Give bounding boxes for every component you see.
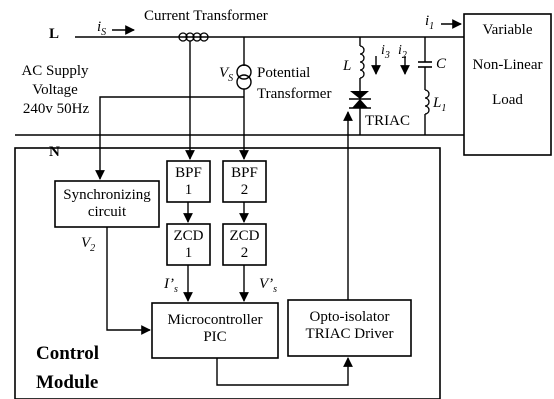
sync-to-micro-wire	[106, 227, 151, 335]
capacitor-C-label: C	[436, 56, 447, 72]
capacitor-C-symbol	[418, 61, 432, 68]
inductor-L1-label: L1	[433, 95, 447, 114]
control-module-box	[14, 147, 441, 399]
triac-symbol	[349, 91, 371, 109]
potential-transformer-symbol	[236, 64, 252, 90]
is-prime-label: I’s	[164, 276, 178, 295]
potential-transformer-label-2: Transformer	[257, 86, 332, 102]
vs-label: VS	[219, 65, 234, 84]
live-line-label: L	[49, 26, 60, 42]
sync-circuit-box	[54, 180, 160, 228]
supply-label-3: 240v 50Hz	[22, 101, 90, 117]
v2-label: V2	[81, 235, 96, 254]
load-label-2: Non-Linear	[472, 57, 543, 73]
load-label-1: Variable	[482, 22, 533, 38]
i3-label: i3	[381, 43, 390, 61]
load-box	[463, 13, 552, 156]
vs-prime-label: V’s	[259, 276, 278, 295]
bpf1-box	[166, 160, 211, 203]
inductor-L-label: L	[343, 58, 352, 74]
load-label-3: Load	[492, 92, 523, 108]
supply-label-2: Voltage	[32, 82, 78, 98]
control-module-title-2: Module	[36, 372, 99, 393]
inductor-L-symbol	[359, 45, 365, 79]
pt-to-sync-wire	[95, 96, 244, 180]
potential-transformer-label-1: Potential	[257, 65, 311, 81]
micro-to-opto-wire	[216, 357, 353, 386]
microcontroller-box	[151, 302, 279, 359]
supply-label-1: AC Supply	[21, 63, 89, 79]
i2-label: i2	[398, 43, 407, 61]
opto-isolator-box	[287, 299, 412, 357]
neutral-line-label: N	[49, 144, 60, 160]
control-module-title-1: Control	[36, 343, 99, 364]
triac-label: TRIAC	[365, 113, 410, 129]
current-transformer-label: Current Transformer	[144, 8, 268, 24]
i1-label: i1	[425, 13, 435, 32]
bpf2-box	[222, 160, 267, 203]
is-label: iS	[97, 19, 107, 38]
inductor-L1-symbol	[424, 89, 430, 115]
